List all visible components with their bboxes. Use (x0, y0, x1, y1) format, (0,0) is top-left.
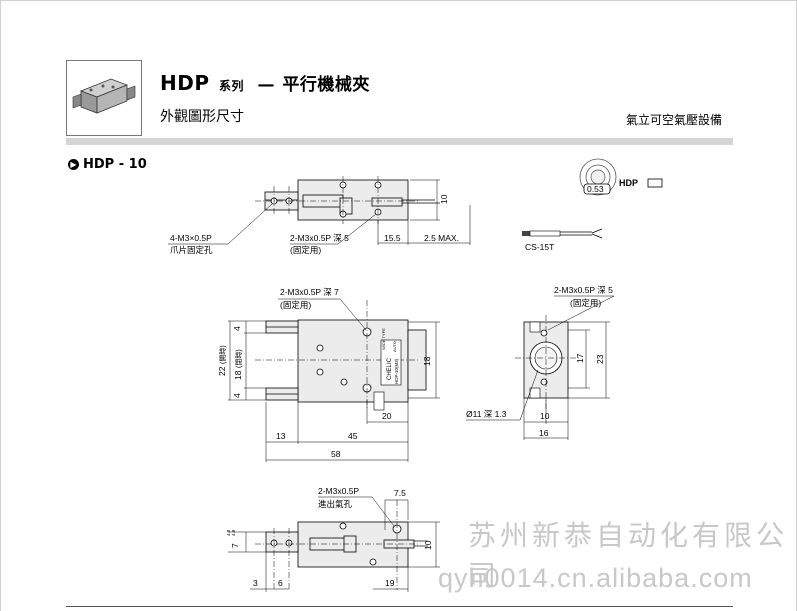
side-view: 2-M3x0.5P 深 5 (固定用) 17 23 Ø11 深 1.3 10 1… (466, 285, 615, 440)
top-callout-left-sub: 爪片固定孔 (170, 245, 213, 255)
front-dim-18-note: (閉時) (235, 349, 243, 368)
header-divider (66, 138, 733, 145)
bottom-callout-sub: 進出氣孔 (318, 499, 353, 509)
front-dim-18-right: 18 (422, 356, 432, 366)
gripper-image (72, 78, 136, 114)
page-title: HDP 系列 — 平行機械夾 (160, 70, 370, 95)
bottom-dim-stroke: 4.8 (226, 529, 231, 536)
watermark-url: qyh0014.cn.alibaba.com (438, 563, 753, 593)
front-label-model: HDP-10(M3) (394, 358, 399, 384)
front-label-id: AUTO (392, 341, 397, 352)
front-dim-45: 45 (348, 431, 358, 441)
top-view: 10 15.5 2.5 MAX. 4-M3×0.5P 爪片固定孔 2-M3x0.… (168, 176, 471, 255)
model-heading: ▶ HDP - 10 (68, 157, 147, 172)
front-dim-18-left: 18 (233, 370, 243, 380)
bottom-dim-7-5: 7.5 (394, 488, 406, 498)
side-dim-23: 23 (595, 354, 605, 364)
play-circle-icon: ▶ (68, 159, 79, 170)
bottom-dim-stroke2: 4.8 (231, 529, 236, 536)
side-dim-16: 16 (539, 428, 549, 438)
title-model: HDP (160, 71, 210, 95)
title-series: 系列 (218, 79, 244, 93)
brand-label: 氣立可空氣壓設備 (626, 113, 723, 127)
front-dim-13: 13 (276, 431, 286, 441)
footer-divider (66, 606, 733, 607)
model-label: HDP - 10 (83, 157, 147, 172)
bottom-dim-7: 7 (230, 543, 240, 548)
title-subtitle: 平行機械夾 (282, 75, 370, 95)
top-callout-left: 4-M3×0.5P (170, 233, 212, 243)
front-label-note: WIDE TYPE (381, 328, 386, 350)
front-dim-4a: 4 (232, 326, 242, 331)
top-callout-mid: 2-M3x0.5P 深 5 (290, 233, 349, 243)
switch-area: 0.53 HDP CS-15T (522, 158, 663, 252)
front-dim-22: 22 (217, 366, 227, 376)
watermark-company: 苏州新恭自动化有限公司 (468, 521, 789, 592)
side-dim-10: 10 (540, 411, 550, 421)
front-dim-58: 58 (331, 449, 341, 459)
side-dim-phi: Ø11 深 1.3 (466, 409, 507, 419)
title-dash: — (257, 75, 275, 95)
switch-badge: 0.53 (587, 184, 604, 194)
side-callout: 2-M3x0.5P 深 5 (554, 285, 613, 295)
side-dim-17: 17 (575, 353, 585, 363)
front-view: CHELIC HDP-10(M3) WIDE TYPE AUTO 2-M3x0.… (217, 287, 440, 462)
front-dim-20: 20 (382, 411, 392, 421)
bottom-dim-3: 3 (253, 578, 258, 588)
sensor-label: CS-15T (525, 242, 554, 252)
bottom-dim-10: 10 (423, 540, 433, 550)
bottom-dim-6: 6 (278, 578, 283, 588)
switch-hdp-label: HDP (619, 178, 638, 188)
front-dim-22-note: (開時) (219, 345, 227, 364)
front-callout-sub: (固定用) (280, 300, 311, 310)
top-dim-2-5max: 2.5 MAX. (424, 233, 459, 243)
front-label-brand: CHELIC (387, 357, 393, 380)
front-callout: 2-M3x0.5P 深 7 (280, 287, 339, 297)
top-dim-10: 10 (439, 194, 449, 204)
top-dim-15-5: 15.5 (384, 233, 401, 243)
section-title: 外觀圖形尺寸 (160, 109, 244, 125)
bottom-callout: 2-M3x0.5P (318, 486, 359, 496)
bottom-dim-19: 19 (385, 578, 395, 588)
side-callout-sub: (固定用) (570, 298, 601, 308)
product-thumbnail (66, 60, 142, 136)
front-dim-4b: 4 (232, 393, 242, 398)
frame-left (0, 0, 1, 611)
top-callout-mid-sub: (固定用) (290, 245, 321, 255)
frame-top (0, 0, 797, 1)
bottom-view: 2-M3x0.5P 進出氣孔 7.5 7 4.8 4.8 10 3 6 19 (226, 486, 440, 592)
